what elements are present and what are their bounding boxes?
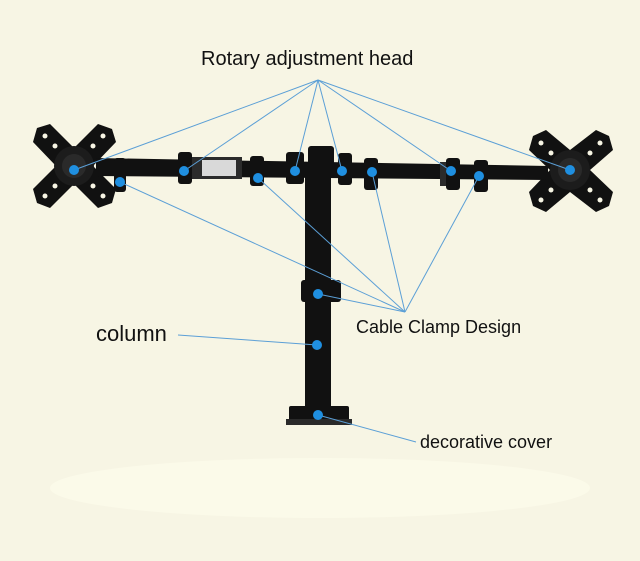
floor-shadow <box>50 458 590 518</box>
marker-dot <box>69 165 79 175</box>
cable-clamp-design-label: Cable Clamp Design <box>356 317 522 337</box>
column-label: column <box>96 321 167 346</box>
callout-markers <box>69 165 575 420</box>
monitor-mount <box>33 124 613 425</box>
marker-dot <box>367 167 377 177</box>
marker-dot <box>313 289 323 299</box>
marker-dot <box>337 166 347 176</box>
leader-lines <box>73 79 571 443</box>
marker-dot <box>115 177 125 187</box>
marker-dot <box>313 410 323 420</box>
marker-dot <box>474 171 484 181</box>
marker-dot <box>290 166 300 176</box>
marker-dot <box>179 166 189 176</box>
marker-dot <box>446 166 456 176</box>
marker-dot <box>253 173 263 183</box>
marker-dot <box>312 340 322 350</box>
marker-dot <box>565 165 575 175</box>
rotary-adjustment-head-label: Rotary adjustment head <box>201 48 414 70</box>
decorative-cover-label: decorative cover <box>420 432 553 452</box>
